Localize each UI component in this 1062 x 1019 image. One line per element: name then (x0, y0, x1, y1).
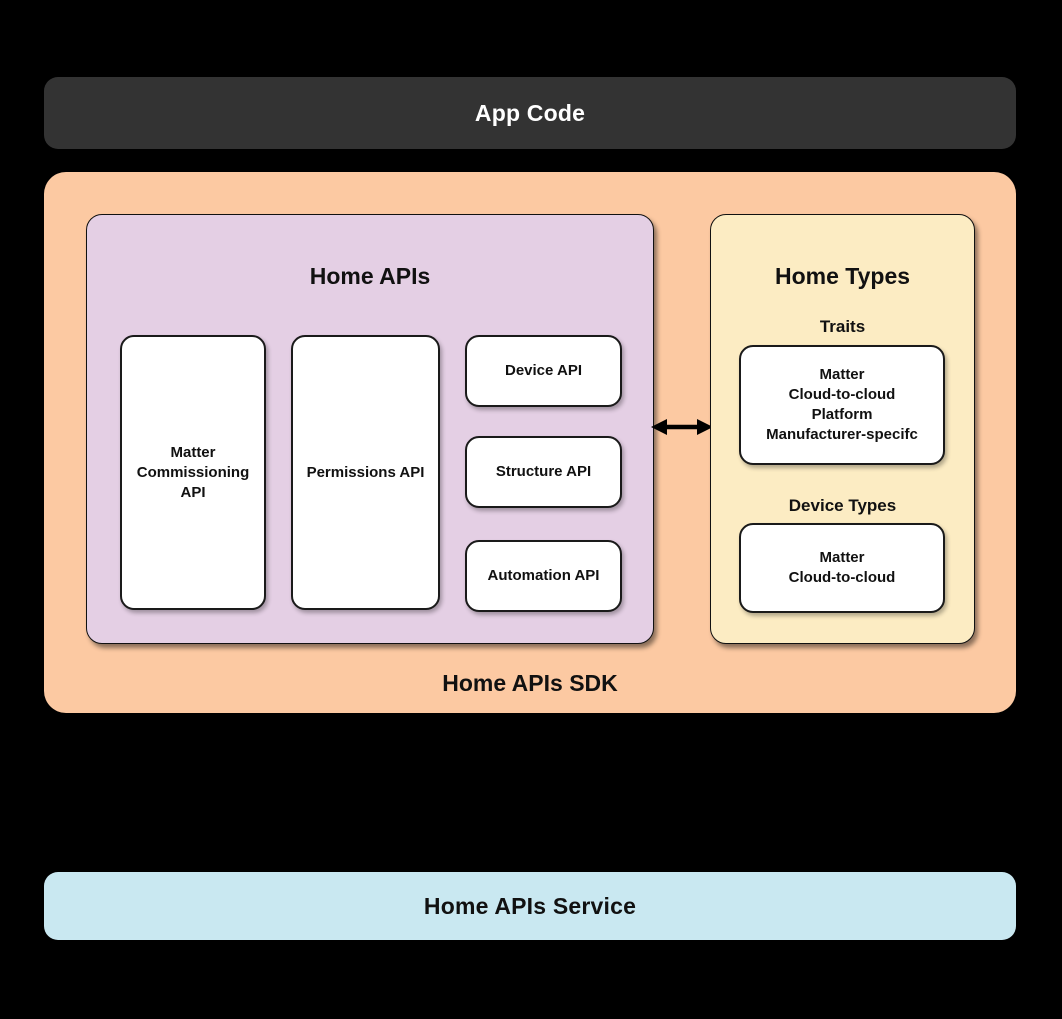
permissions-api-box: Permissions API (291, 335, 440, 610)
device-types-box: Matter Cloud-to-cloud (739, 523, 945, 613)
traits-item: Matter (819, 366, 865, 383)
app-code-label: App Code (474, 99, 586, 126)
automation-api-box: Automation API (465, 540, 622, 612)
home-types-title: Home Types (774, 263, 911, 289)
device-types-item: Matter (819, 549, 865, 566)
matter-commissioning-api-box: Matter Commissioning API (120, 335, 266, 610)
traits-box: Matter Cloud-to-cloud Platform Manufactu… (739, 345, 945, 465)
home-types-panel: Home Types Traits Matter Cloud-to-cloud … (710, 214, 975, 644)
home-apis-sdk-label: Home APIs SDK (442, 670, 618, 696)
device-types-heading: Device Types (788, 496, 897, 515)
traits-item: Cloud-to-cloud (788, 386, 896, 403)
device-api-box: Device API (465, 335, 622, 407)
home-apis-service-label: Home APIs Service (423, 892, 637, 919)
home-apis-service-box: Home APIs Service (44, 872, 1016, 940)
double-headed-arrow-icon (651, 419, 713, 435)
device-types-item: Cloud-to-cloud (788, 569, 896, 586)
home-apis-panel: Home APIs Matter Commissioning API Permi… (86, 214, 654, 644)
home-apis-title: Home APIs (309, 263, 431, 289)
structure-api-box: Structure API (465, 436, 622, 508)
traits-item: Platform (811, 406, 873, 423)
traits-heading: Traits (819, 317, 866, 336)
traits-item: Manufacturer-specifc (766, 426, 918, 443)
home-apis-sdk-box: Home APIs Matter Commissioning API Permi… (44, 172, 1016, 713)
app-code-box: App Code (44, 77, 1016, 149)
